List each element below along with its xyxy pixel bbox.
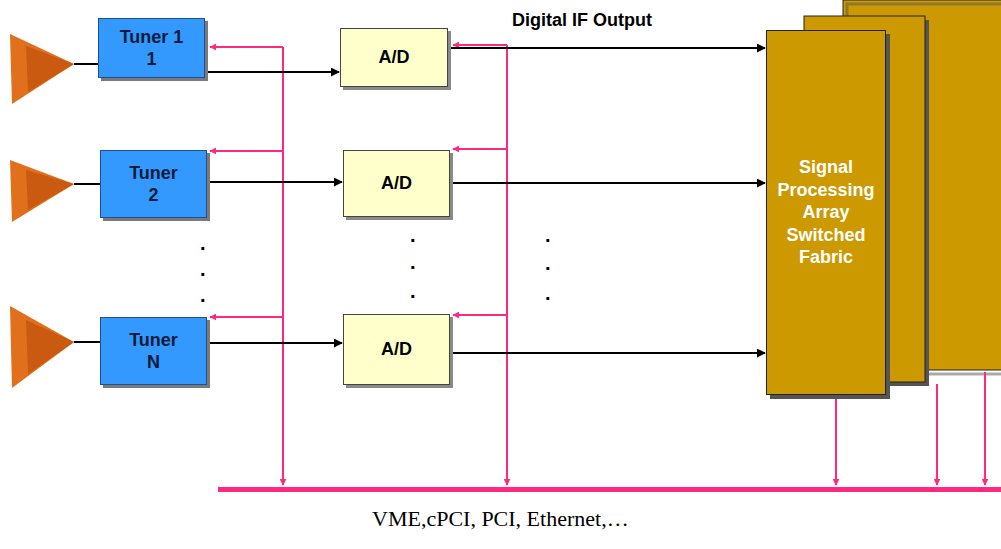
signal-arrow [207, 342, 342, 344]
tuner-box: Tuner N [100, 317, 207, 385]
antenna-feeds [74, 64, 100, 342]
antenna-horns [10, 34, 74, 388]
tuner-box: Tuner 2 [100, 150, 207, 218]
signal-arrow [448, 47, 765, 49]
box-text: Tuner N [124, 329, 184, 374]
signal-arrow [207, 181, 342, 183]
ellipsis-dot: . [200, 284, 206, 307]
signal-label: Digital IF Output [512, 10, 652, 31]
ellipsis-dot: . [410, 251, 416, 274]
box-text: A/D [379, 46, 410, 69]
ellipsis-dot: . [410, 280, 416, 303]
ellipsis-dot: . [545, 282, 551, 305]
adc-box: A/D [343, 314, 450, 385]
signal-arrow [450, 182, 765, 184]
box-text: A/D [381, 172, 412, 195]
box-text: Tuner 2 [124, 162, 184, 207]
tuner-box: Tuner 1 1 [98, 18, 205, 78]
ellipsis-dot: . [545, 224, 551, 247]
adc-box: A/D [340, 28, 448, 87]
signal-arrow [450, 352, 765, 354]
adc-box: A/D [343, 150, 450, 217]
ellipsis-dot: . [200, 232, 206, 255]
box-text: Signal Processing Array Switched Fabric [774, 156, 878, 269]
ellipsis-dot: . [200, 258, 206, 281]
ellipsis-dot: . [410, 224, 416, 247]
signal-arrow [205, 71, 339, 73]
box-text: Tuner 1 1 [116, 26, 188, 71]
processing-array: Signal Processing Array Switched Fabric [766, 30, 886, 395]
system-bus [218, 487, 1001, 492]
ellipsis-dot: . [545, 252, 551, 275]
box-text: A/D [381, 338, 412, 361]
bus-label: VME,cPCI, PCI, Ethernet,… [372, 506, 629, 532]
